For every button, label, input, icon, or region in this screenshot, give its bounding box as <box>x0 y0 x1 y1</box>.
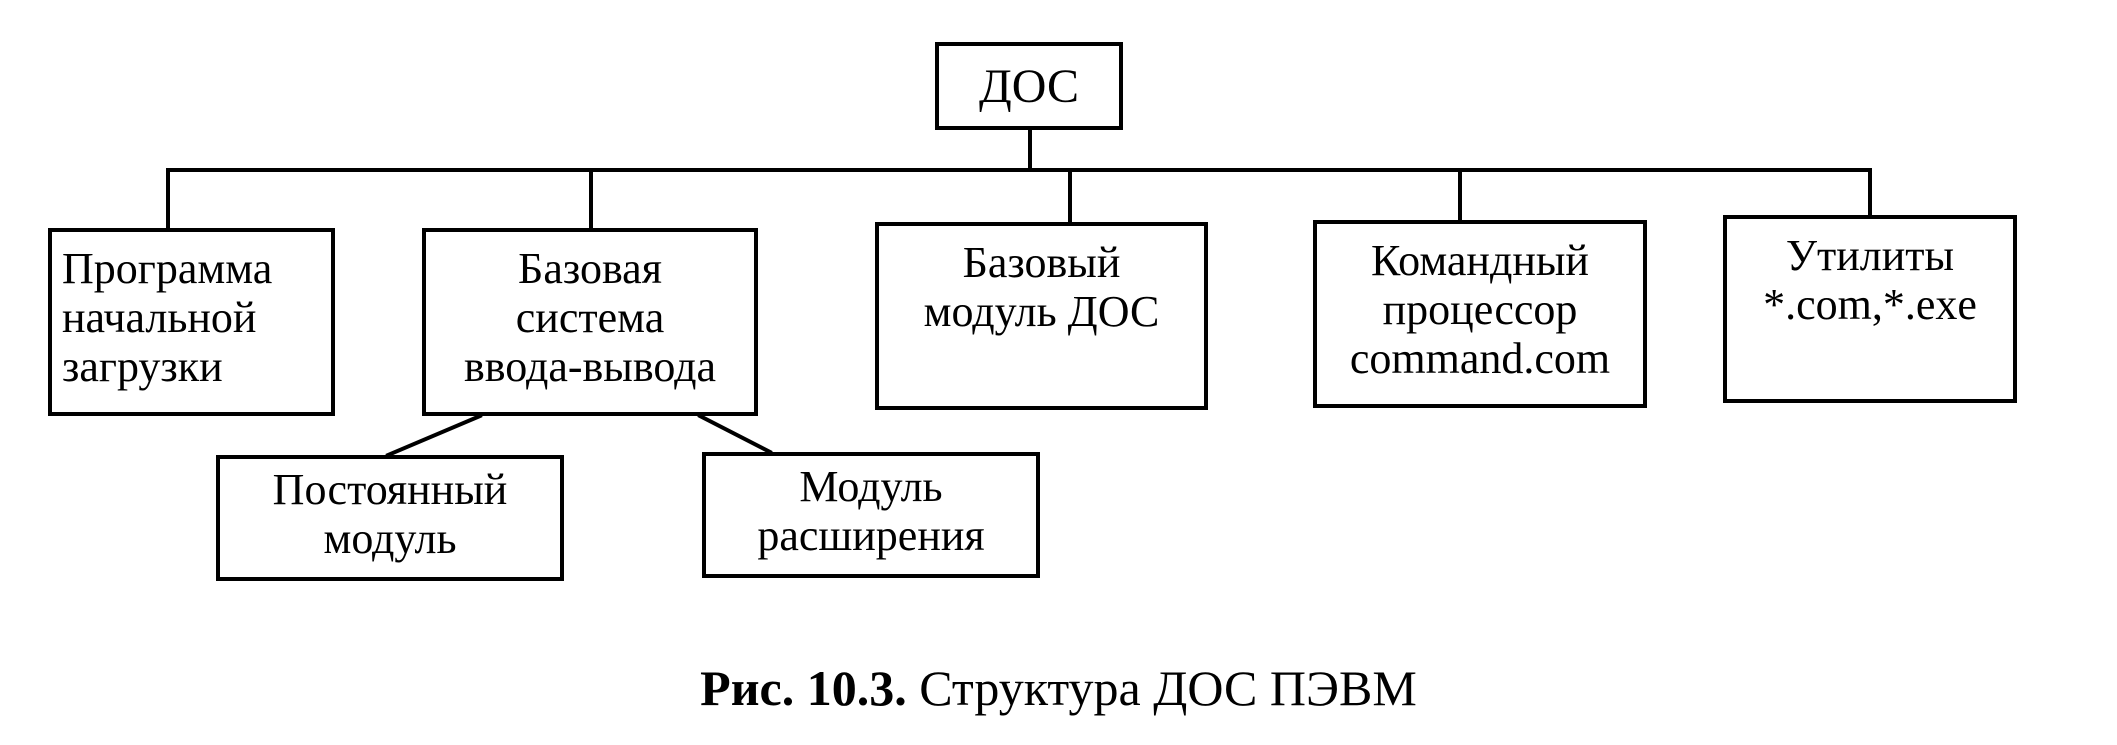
node-boot-loader-line-1: Программа <box>62 244 273 293</box>
node-command-processor-line-2: процессор <box>1382 285 1578 334</box>
node-command-processor-line-1: Командный <box>1371 236 1589 285</box>
node-base-module: Базовый модуль ДОС <box>875 222 1208 410</box>
node-permanent-module-line-2: модуль <box>323 514 457 563</box>
node-extension-module-line-2: расширения <box>757 511 985 560</box>
bios-to-permanent <box>385 413 483 458</box>
node-dos-label: ДОС <box>978 59 1079 113</box>
node-permanent-module-line-1: Постоянный <box>272 465 508 514</box>
figure-caption-number: Рис. 10.3. <box>700 660 907 716</box>
node-boot-loader-line-2: начальной <box>62 293 257 342</box>
node-extension-module-line-1: Модуль <box>799 462 943 511</box>
node-utilities-line-1: Утилиты <box>1785 231 1955 280</box>
node-permanent-module: Постоянный модуль <box>216 455 564 581</box>
node-bios-line-3: ввода-вывода <box>463 342 716 391</box>
node-dos: ДОС <box>935 42 1123 130</box>
node-base-module-line-1: Базовый <box>962 238 1121 287</box>
figure-caption: Рис. 10.3. Структура ДОС ПЭВМ <box>0 660 2117 716</box>
figure-caption-text: Структура ДОС ПЭВМ <box>906 660 1417 716</box>
node-bios: Базовая система ввода-вывода <box>422 228 758 416</box>
node-base-module-line-2: модуль ДОС <box>923 287 1160 336</box>
node-bios-line-2: система <box>515 293 665 342</box>
node-boot-loader-line-3: загрузки <box>62 342 223 391</box>
bios-to-extension <box>697 413 773 455</box>
node-utilities: Утилиты *.com,*.exe <box>1723 215 2017 403</box>
node-bios-line-1: Базовая <box>518 244 662 293</box>
node-extension-module: Модуль расширения <box>702 452 1040 578</box>
node-command-processor: Командный процессор command.com <box>1313 220 1647 408</box>
node-boot-loader: Программа начальной загрузки <box>48 228 335 416</box>
node-command-processor-line-3: command.com <box>1349 334 1611 383</box>
node-utilities-line-2: *.com,*.exe <box>1763 280 1977 329</box>
